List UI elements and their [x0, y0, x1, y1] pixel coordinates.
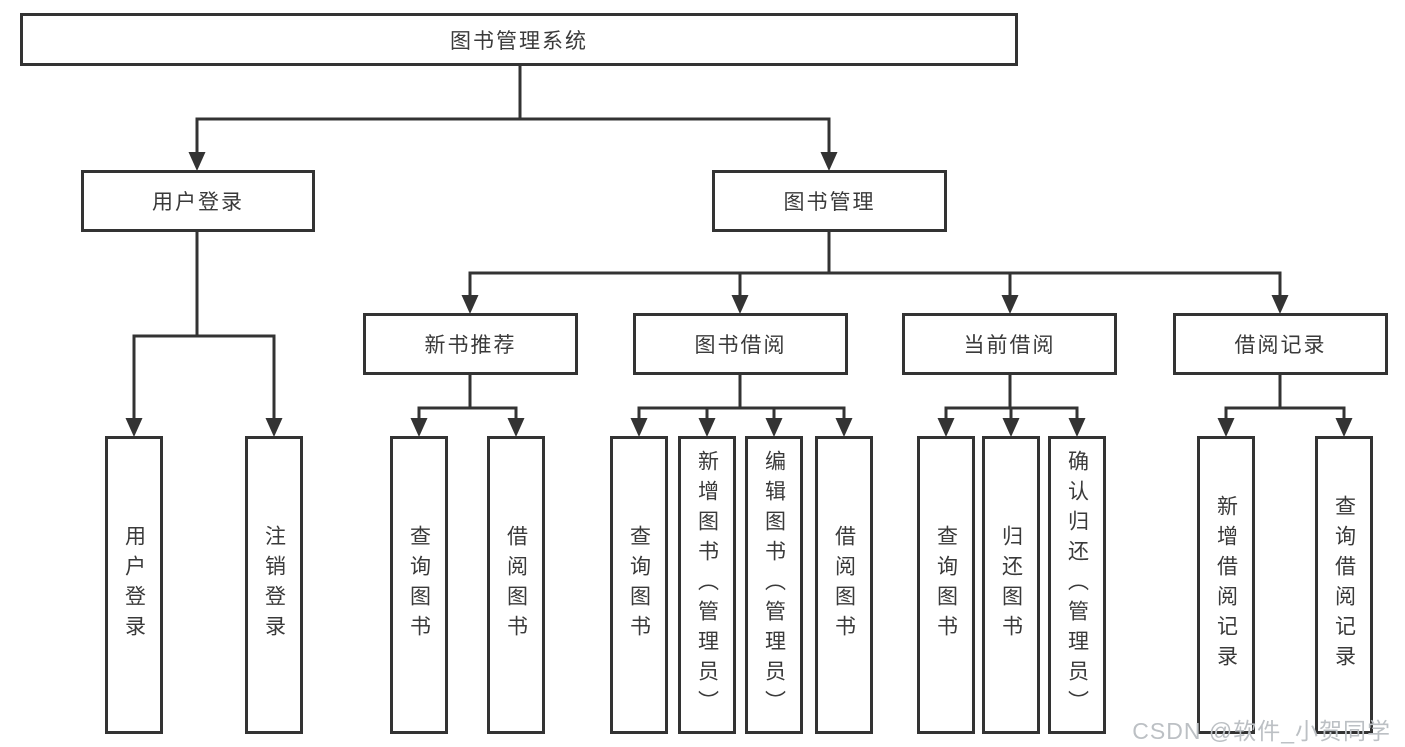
leaf-edit-books-admin: 编辑图书（管理员）	[745, 436, 803, 734]
leaf-label: 借阅图书	[504, 525, 528, 645]
leaf-label: 查询图书	[627, 525, 651, 645]
leaf-label: 编辑图书（管理员）	[762, 450, 786, 720]
leaf-logout: 注销登录	[245, 436, 303, 734]
leaf-label: 注销登录	[262, 525, 286, 645]
leaf-return-books: 归还图书	[982, 436, 1040, 734]
leaf-query-books-recommend: 查询图书	[390, 436, 448, 734]
node-label: 新书推荐	[424, 334, 517, 357]
leaf-add-borrow-record: 新增借阅记录	[1197, 436, 1255, 734]
leaf-query-borrow-record: 查询借阅记录	[1315, 436, 1373, 734]
leaf-label: 新增图书（管理员）	[695, 450, 719, 720]
leaf-label: 查询图书	[407, 525, 431, 645]
node-new-book-recommend: 新书推荐	[363, 313, 578, 375]
leaf-label: 查询图书	[934, 525, 958, 645]
leaf-label: 确认归还（管理员）	[1065, 450, 1089, 720]
arrowheads	[125, 152, 1353, 437]
node-label: 图书管理	[783, 191, 876, 214]
leaf-add-books-admin: 新增图书（管理员）	[678, 436, 736, 734]
node-label: 借阅记录	[1234, 334, 1327, 357]
watermark: CSDN @软件_小贺同学	[1132, 718, 1391, 744]
node-label: 当前借阅	[963, 334, 1056, 357]
leaf-query-books-current: 查询图书	[917, 436, 975, 734]
leaf-label: 新增借阅记录	[1214, 495, 1238, 675]
leaf-user-login: 用户登录	[105, 436, 163, 734]
leaf-borrow-books: 借阅图书	[815, 436, 873, 734]
node-root-system: 图书管理系统	[20, 13, 1018, 66]
node-borrow-records: 借阅记录	[1173, 313, 1388, 375]
node-book-borrow: 图书借阅	[633, 313, 848, 375]
node-user-login: 用户登录	[81, 170, 315, 232]
leaf-confirm-return-admin: 确认归还（管理员）	[1048, 436, 1106, 734]
node-label: 用户登录	[152, 191, 244, 214]
leaf-label: 借阅图书	[832, 525, 856, 645]
node-label: 图书管理系统	[450, 29, 588, 53]
leaf-label: 查询借阅记录	[1332, 495, 1356, 675]
leaf-query-books-borrow: 查询图书	[610, 436, 668, 734]
node-label: 图书借阅	[694, 334, 787, 357]
node-current-borrow: 当前借阅	[902, 313, 1117, 375]
leaf-label: 归还图书	[999, 525, 1023, 645]
node-book-management: 图书管理	[712, 170, 947, 232]
leaf-borrow-books-recommend: 借阅图书	[487, 436, 545, 734]
leaf-label: 用户登录	[122, 525, 146, 645]
